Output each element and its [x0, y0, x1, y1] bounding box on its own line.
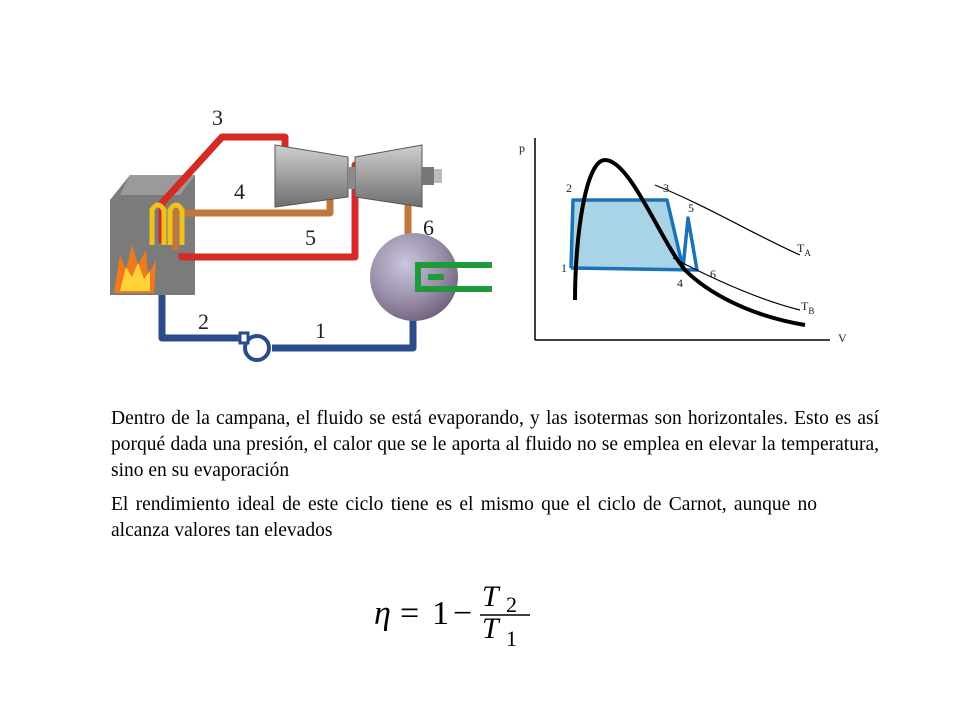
- one: 1: [432, 595, 449, 632]
- denominator-sub: 1: [506, 626, 517, 648]
- label-ta: TA: [797, 241, 811, 258]
- minus-sign: −: [453, 595, 472, 632]
- pv-point-2: 2: [566, 181, 572, 195]
- condenser: [370, 233, 492, 321]
- numerator-sub: 2: [506, 592, 517, 617]
- efficiency-formula: η = 1 − T 2 T 1: [374, 580, 530, 648]
- steam-plant-diagram: 3 4 5 6 2 1: [110, 105, 492, 362]
- x-axis-label: V: [838, 331, 847, 345]
- pv-point-1: 1: [561, 261, 567, 275]
- eta-symbol: η: [374, 595, 391, 632]
- pump: [238, 331, 271, 362]
- saturation-dome: [573, 157, 806, 327]
- pv-point-3: 3: [663, 181, 669, 195]
- plant-label-5: 5: [305, 225, 316, 250]
- label-tb: TB: [801, 299, 814, 316]
- denominator-t: T: [482, 612, 501, 645]
- efficiency-paragraph: El rendimiento ideal de este ciclo tiene…: [111, 494, 817, 541]
- plant-label-6: 6: [423, 215, 434, 240]
- numerator-t: T: [482, 580, 501, 613]
- turbine: [274, 144, 442, 208]
- plant-label-3: 3: [212, 105, 223, 130]
- pv-point-6: 6: [710, 267, 716, 281]
- cycle-area: [573, 200, 683, 268]
- y-axis-label: p: [519, 141, 525, 155]
- explanation-paragraph: Dentro de la campana, el fluido se está …: [111, 408, 879, 481]
- pv-point-5: 5: [688, 201, 694, 215]
- plant-label-4: 4: [234, 179, 245, 204]
- plant-label-2: 2: [198, 309, 209, 334]
- isotherm-tb: [672, 257, 801, 311]
- isotherm-ta: [654, 184, 801, 256]
- pv-point-4: 4: [677, 276, 683, 290]
- equals-sign: =: [400, 595, 419, 632]
- plant-label-1: 1: [315, 318, 326, 343]
- pv-diagram: p V 2 1 3 5 4 6 TA TB: [519, 138, 847, 345]
